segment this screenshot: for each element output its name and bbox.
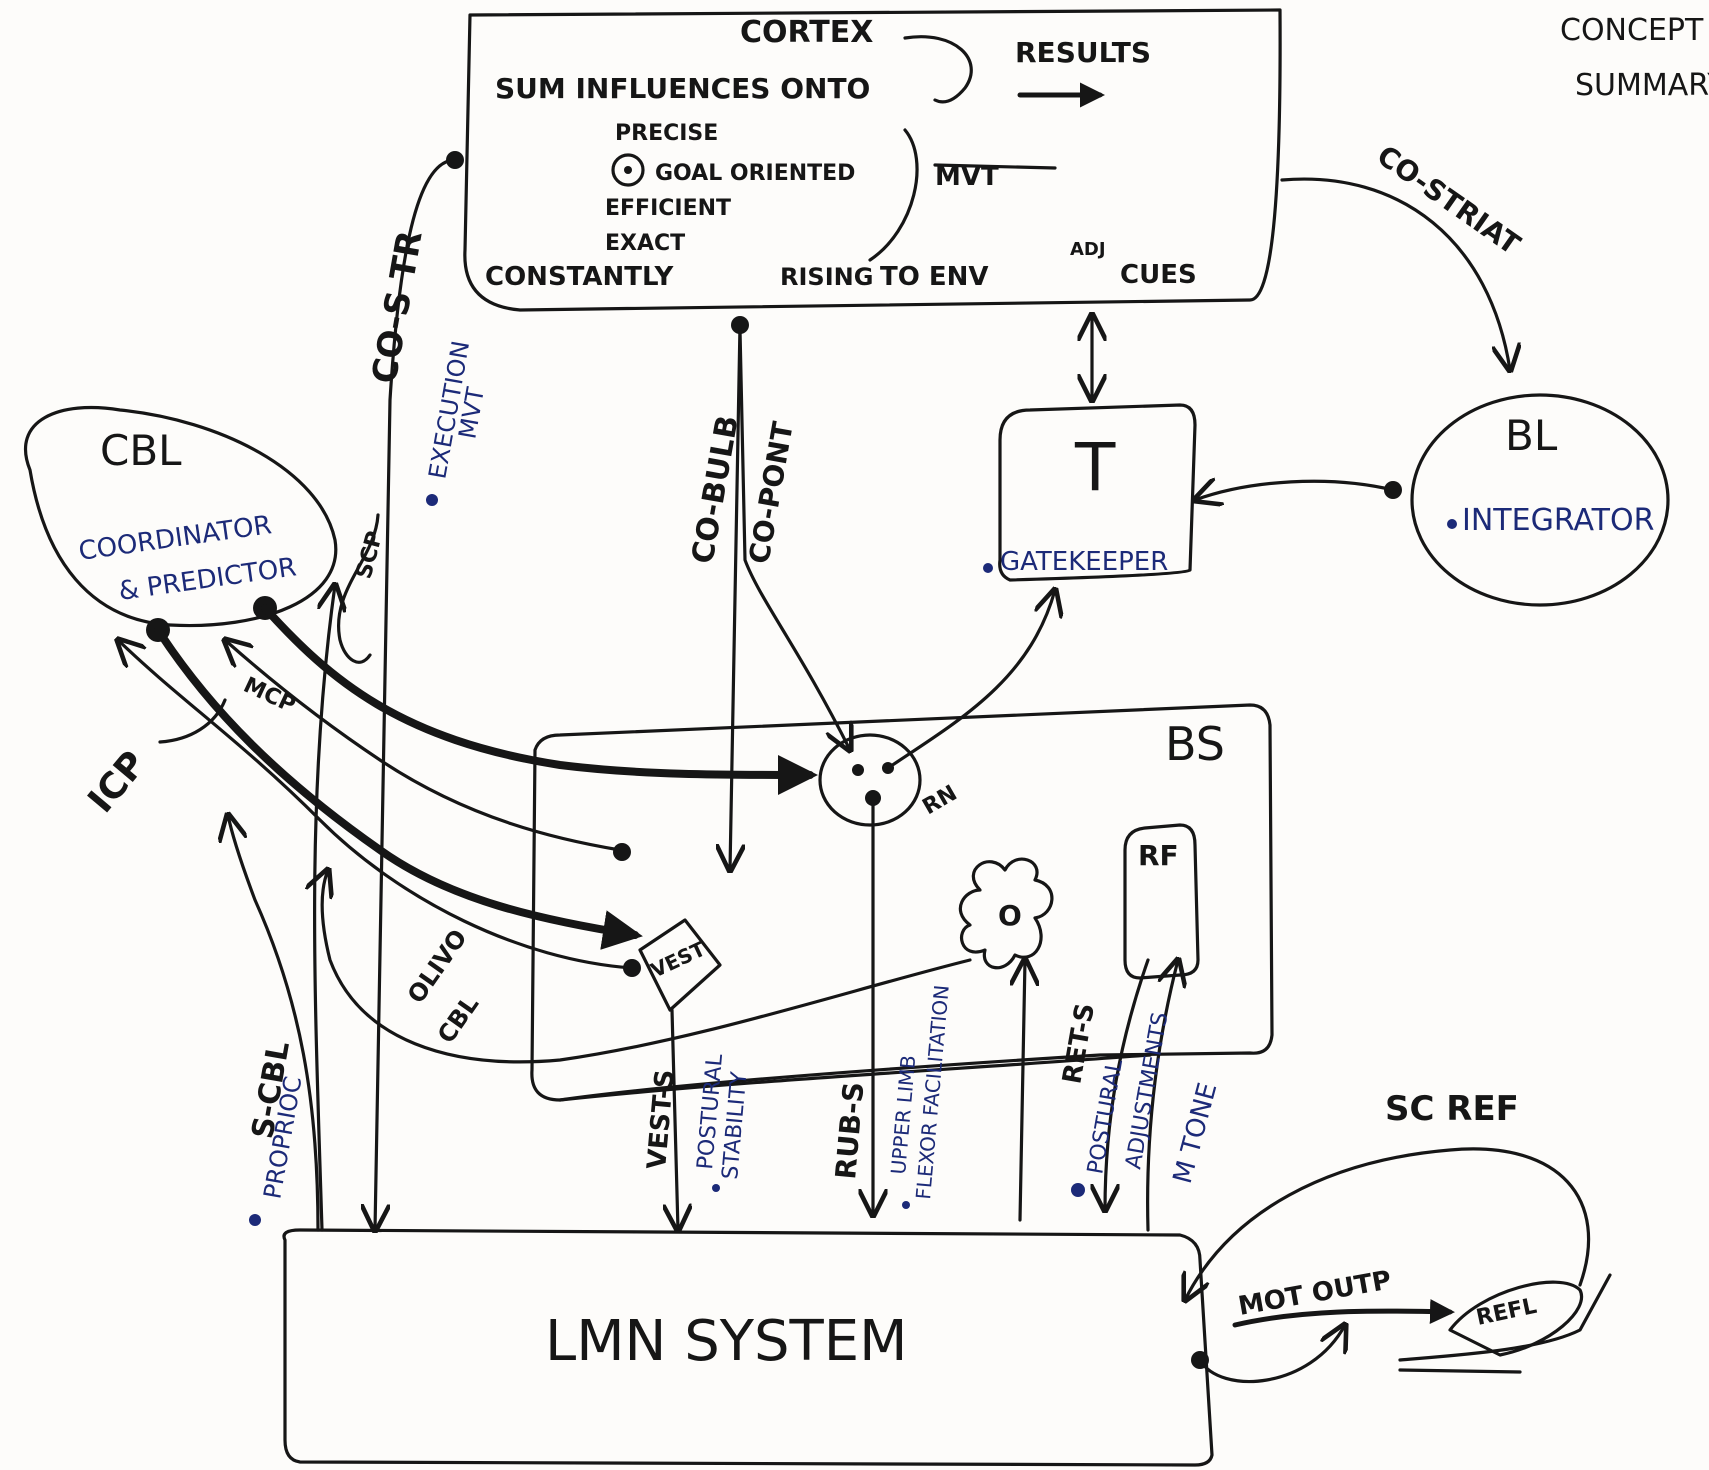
mcp-origin-dot: [613, 843, 631, 861]
icp-arrow: [118, 640, 634, 970]
bl-role: INTEGRATOR: [1462, 503, 1654, 538]
postural-bullet: [712, 1184, 720, 1192]
reflex-label: REFL: [1474, 1294, 1539, 1331]
co-s-label: CO-S TR: [364, 228, 430, 387]
rn-label: RN: [919, 781, 962, 820]
m-tone-label: M TONE: [1168, 1080, 1224, 1187]
cortex-box: CORTEX RESULTS SUM INFLUENCES ONTO PRECI…: [463, 8, 1282, 312]
o-label: O: [998, 899, 1022, 932]
mot-output-arrow: [1232, 1299, 1455, 1328]
co-pont-line: [738, 328, 850, 750]
cortex-exact: EXACT: [605, 231, 685, 256]
s-cbl-to-scp-arrow: [313, 585, 335, 1232]
sc-ref-label: SC REF: [1385, 1089, 1519, 1129]
rn-to-t-arrow: [886, 590, 1055, 770]
postural-adj-bullet: [1071, 1183, 1085, 1197]
icp-label: ICP: [80, 744, 154, 821]
bl-node: BL INTEGRATOR: [1384, 393, 1670, 607]
vest-label: VEST: [647, 936, 709, 982]
cbl-label: CBL: [100, 426, 182, 475]
lmn-label: LMN SYSTEM: [545, 1309, 907, 1374]
ret-s-ascending-arrow: [1146, 960, 1178, 1232]
lmn-system-box: LMN SYSTEM: [282, 1228, 1214, 1467]
ret-s-label: RET-S: [1057, 1001, 1101, 1086]
cortex-line1: SUM INFLUENCES ONTO: [495, 72, 870, 105]
cortex-efficient: EFFICIENT: [605, 196, 731, 221]
cortex-precise: PRECISE: [615, 121, 718, 146]
postural-adj-label-1: POSTURAL: [1083, 1057, 1128, 1176]
olive-node: O: [958, 857, 1054, 970]
olivo-cbl-arrow: [322, 870, 972, 1064]
mcp-arrow: [225, 640, 622, 852]
ret-s-arrow: [1105, 958, 1150, 1210]
postural-adj-label-2: ADJUSTMENTS: [1121, 1010, 1173, 1171]
upper-limb-bullet: [902, 1201, 910, 1209]
cbl-to-rn-thick-arrow: [261, 604, 818, 795]
sc-reflex-loop-arrow: [1185, 1147, 1591, 1300]
mvt-underline: [933, 163, 1057, 170]
execution-bullet: [426, 494, 438, 506]
t-role: GATEKEEPER: [1000, 547, 1168, 577]
s-cbl-arrow: [228, 815, 320, 1232]
integrator-bullet: [1447, 519, 1457, 529]
upper-limb-label-2: FLEXOR FACILITATION: [911, 984, 954, 1200]
olivo-label-2: CBL: [432, 990, 484, 1048]
cortex-goal: GOAL ORIENTED: [655, 161, 855, 186]
thalamus-node: T GATEKEEPER: [983, 403, 1197, 582]
effector-hand-icon: REFL: [1398, 1273, 1612, 1374]
red-nucleus-node: RN: [818, 733, 962, 827]
cortex-adj: ADJ: [1070, 239, 1106, 260]
cortex-results-bracket: [903, 35, 973, 104]
co-s-tract-line: [375, 158, 457, 1230]
co-striat-arrow: [1280, 177, 1510, 370]
cortex-heading: CORTEX: [740, 15, 873, 50]
bl-to-t-arrow: [1195, 481, 1395, 500]
cortex-rising: RISING: [780, 263, 873, 291]
corner-title-2: SUMMARY: [1575, 68, 1709, 103]
proprioc-bullet: [249, 1214, 261, 1226]
icp-pointer: [158, 698, 227, 744]
gatekeeper-bullet: [983, 563, 993, 573]
bl-label: BL: [1505, 411, 1558, 460]
cbl-to-vest-thick-arrow: [154, 626, 643, 950]
cbl-node: CBL COORDINATOR & PREDICTOR: [23, 405, 338, 642]
cortex-env: TO ENV: [880, 262, 989, 292]
scp-label: SCP: [352, 529, 389, 582]
cortex-mvt-bracket: [868, 128, 919, 262]
goal-bullseye-icon: [611, 153, 645, 187]
lmn-to-reflex-arrow: [1198, 1325, 1345, 1384]
co-bulb-line: [730, 323, 740, 870]
t-label: T: [1074, 429, 1116, 506]
bs-bottom-cross-line: [558, 1053, 1152, 1102]
cortex-results: RESULTS: [1015, 36, 1151, 69]
scp-curve: [337, 513, 380, 664]
corner-title-1: CONCEPT: [1560, 13, 1704, 48]
bs-label: BS: [1165, 717, 1225, 771]
cortex-constantly: CONSTANTLY: [485, 262, 675, 292]
goal-bullseye-center-icon: [624, 166, 632, 174]
co-pont-label: CO-PONT: [742, 419, 799, 566]
vest-s-arrow: [672, 1008, 678, 1230]
reticular-formation-node: RF: [1123, 823, 1200, 980]
cortex-cues: CUES: [1120, 260, 1197, 290]
rub-s-label: RUB-S: [829, 1081, 870, 1181]
spino-olive-arrow: [1020, 960, 1025, 1222]
rf-label: RF: [1138, 839, 1179, 872]
